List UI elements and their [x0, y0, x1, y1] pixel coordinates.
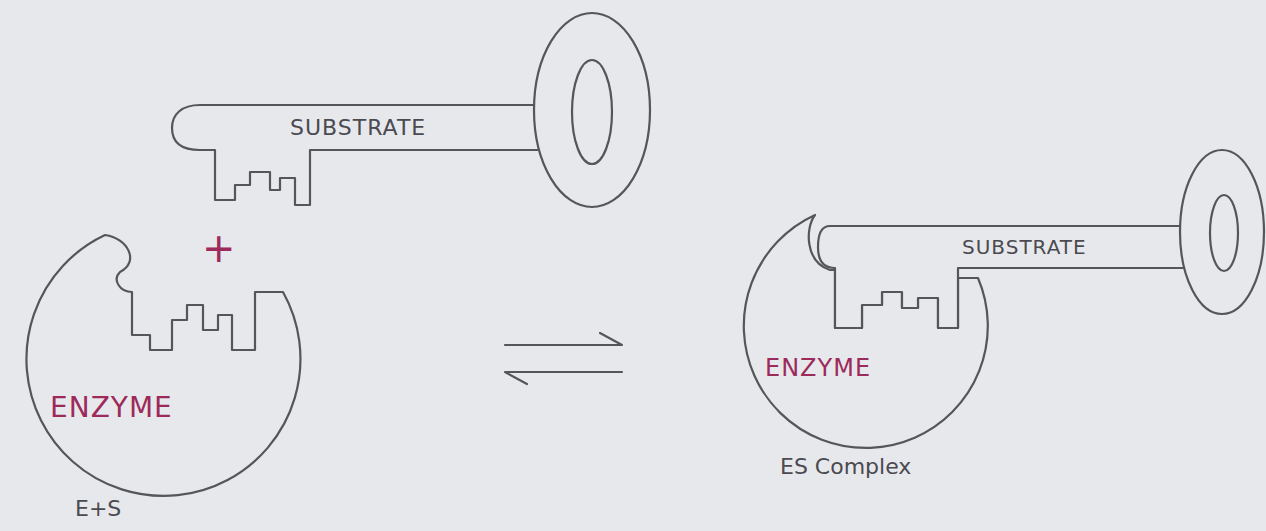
complex-label: ES Complex [780, 455, 911, 479]
reverse-harpoon [505, 372, 622, 384]
forward-harpoon [505, 333, 622, 345]
node-outline [160, 8, 660, 220]
outline-stroke [1180, 150, 1264, 314]
substrate-key: SUBSTRATE [810, 145, 1265, 335]
node-text: SUBSTRATE [290, 116, 426, 140]
outline-stroke [172, 105, 548, 205]
node-outline [20, 220, 305, 500]
outline-stroke [26, 235, 300, 496]
plus-sign: + [202, 226, 236, 270]
outline-stroke [534, 13, 650, 207]
outline-stroke [818, 226, 1188, 328]
substrate-key: SUBSTRATE [160, 8, 660, 220]
node-text: ENZYME [765, 355, 871, 381]
enzyme-shape: ENZYME [20, 220, 305, 500]
equilibrium-arrows [505, 333, 622, 384]
node-text: SUBSTRATE [962, 236, 1087, 258]
reactants-label: E+S [75, 497, 121, 521]
outline-stroke [572, 60, 612, 164]
outline-stroke [1210, 195, 1238, 271]
node-text: ENZYME [50, 393, 173, 424]
